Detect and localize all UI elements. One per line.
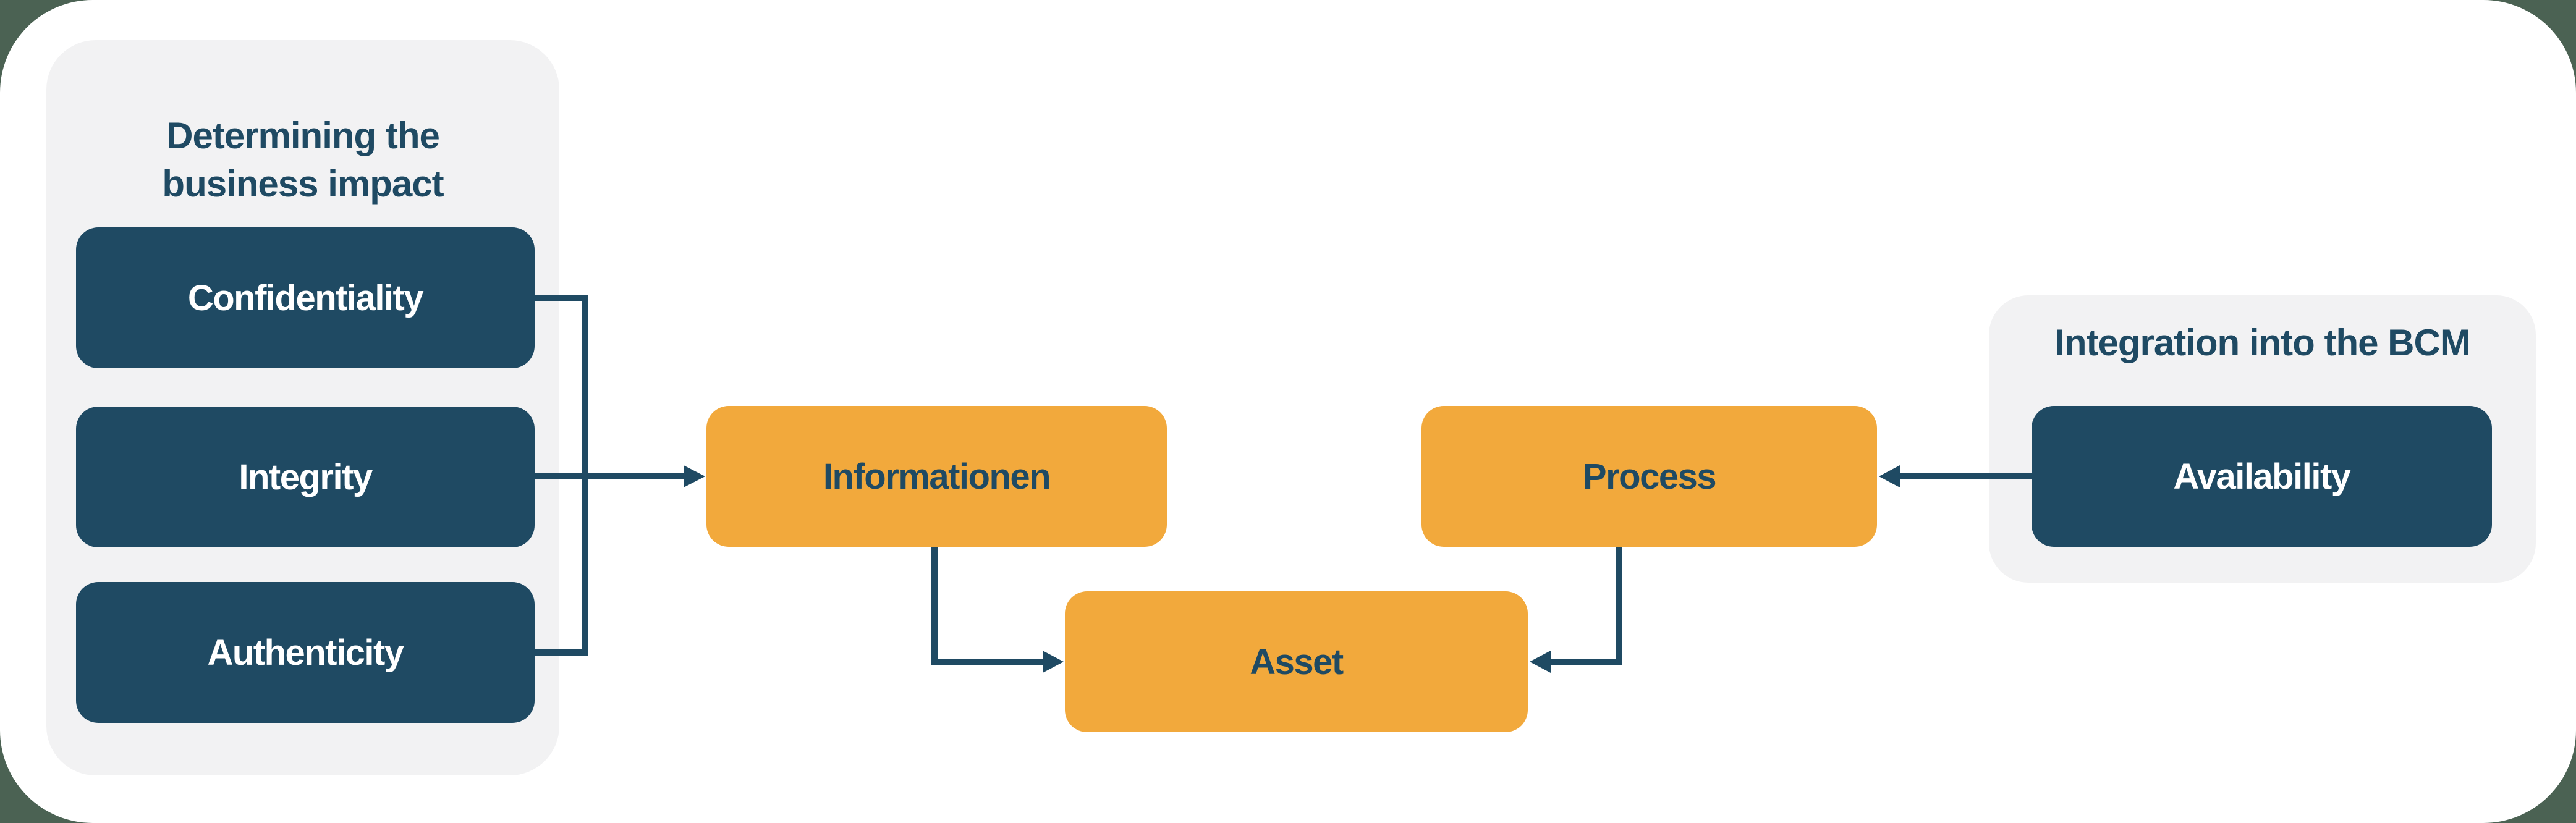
business-impact-title: Determining the business impact bbox=[46, 40, 559, 208]
node-informationen-label: Informationen bbox=[823, 456, 1051, 497]
node-asset-label: Asset bbox=[1250, 641, 1344, 682]
node-authenticity: Authenticity bbox=[76, 582, 535, 723]
node-availability: Availability bbox=[2032, 406, 2492, 547]
node-integrity-label: Integrity bbox=[239, 457, 373, 497]
business-impact-title-line2: business impact bbox=[162, 163, 444, 205]
node-confidentiality: Confidentiality bbox=[76, 227, 535, 368]
arrowhead-into-asset-left bbox=[1043, 651, 1064, 673]
connector-informationen-to-asset bbox=[931, 546, 1044, 665]
node-confidentiality-label: Confidentiality bbox=[187, 277, 424, 318]
node-informationen: Informationen bbox=[706, 406, 1167, 547]
arrowhead-into-informationen bbox=[684, 465, 705, 487]
arrowhead-into-asset-right bbox=[1530, 651, 1551, 673]
node-integrity: Integrity bbox=[76, 407, 535, 547]
arrowhead-into-process bbox=[1879, 465, 1900, 487]
node-process-label: Process bbox=[1582, 456, 1717, 497]
connector-process-to-asset bbox=[1549, 546, 1622, 665]
bcm-title: Integration into the BCM bbox=[2054, 322, 2471, 363]
node-asset: Asset bbox=[1065, 591, 1528, 732]
business-impact-title-line1: Determining the bbox=[166, 115, 440, 156]
node-availability-label: Availability bbox=[2173, 456, 2351, 497]
node-authenticity-label: Authenticity bbox=[207, 632, 404, 673]
node-process: Process bbox=[1421, 406, 1877, 547]
